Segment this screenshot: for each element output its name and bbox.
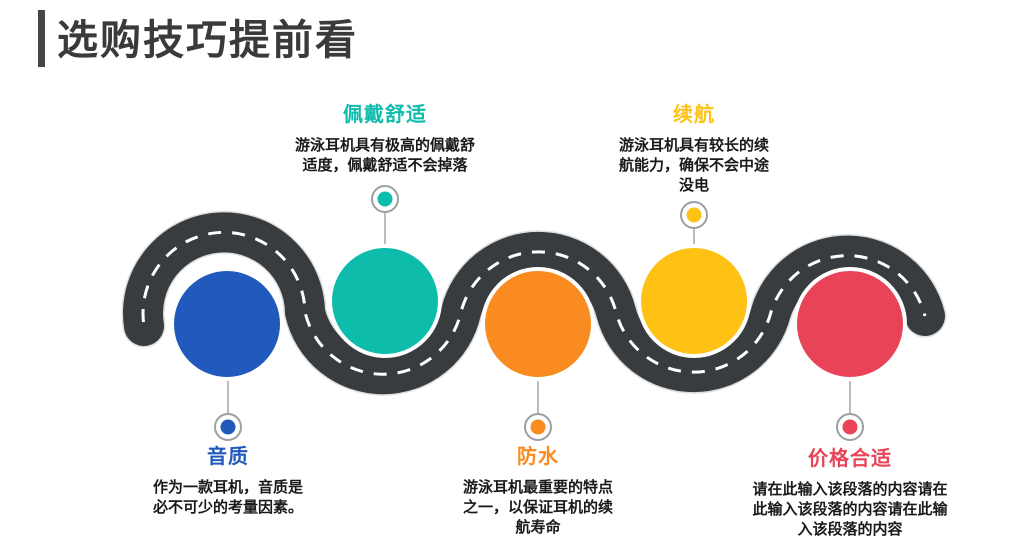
- page-title: 选购技巧提前看: [57, 17, 358, 63]
- milestone-circle-sound-quality: [170, 267, 284, 381]
- section-title-battery-life: 续航: [673, 104, 715, 126]
- milestone-marker-wear-comfort: [371, 185, 399, 213]
- section-description-battery-life: 游泳耳机具有较长的续航能力，确保不会中途没电: [618, 137, 769, 194]
- feature-section-right-price: 价格合适 请在此输入该段落的内容请在此输入该段落的内容请在此输入该段落的内容: [730, 446, 970, 540]
- section-description-sound-quality: 作为一款耳机，音质是必不可少的考量因素。: [152, 479, 303, 516]
- section-title-sound-quality: 音质: [207, 446, 249, 468]
- milestone-circle-waterproof: [481, 267, 595, 381]
- section-description-waterproof: 游泳耳机最重要的特点之一，以保证耳机的续航寿命: [462, 479, 613, 536]
- milestone-marker-sound-quality: [214, 413, 242, 441]
- milestone-circle-wear-comfort: [328, 244, 442, 358]
- section-title-waterproof: 防水: [517, 446, 559, 468]
- milestone-marker-battery-life: [680, 201, 708, 229]
- milestone-circle-battery-life: [637, 244, 751, 358]
- milestone-circle-right-price: [793, 267, 907, 381]
- section-description-wear-comfort: 游泳耳机具有极高的佩戴舒适度，佩戴舒适不会掉落: [294, 137, 475, 174]
- feature-section-wear-comfort: 佩戴舒适 游泳耳机具有极高的佩戴舒适度，佩戴舒适不会掉落: [265, 102, 505, 176]
- feature-section-waterproof: 防水 游泳耳机最重要的特点之一，以保证耳机的续航寿命: [418, 444, 658, 538]
- milestone-marker-right-price: [836, 413, 864, 441]
- section-title-wear-comfort: 佩戴舒适: [343, 104, 427, 126]
- milestone-marker-waterproof: [524, 413, 552, 441]
- section-title-right-price: 价格合适: [808, 448, 892, 470]
- feature-section-sound-quality: 音质 作为一款耳机，音质是必不可少的考量因素。: [108, 444, 348, 518]
- title-accent-bar: [38, 10, 45, 67]
- road-center-dashes: [141, 230, 927, 376]
- section-description-right-price: 请在此输入该段落的内容请在此输入该段落的内容请在此输入该段落的内容: [752, 481, 948, 538]
- feature-section-battery-life: 续航 游泳耳机具有较长的续航能力，确保不会中途没电: [574, 102, 814, 196]
